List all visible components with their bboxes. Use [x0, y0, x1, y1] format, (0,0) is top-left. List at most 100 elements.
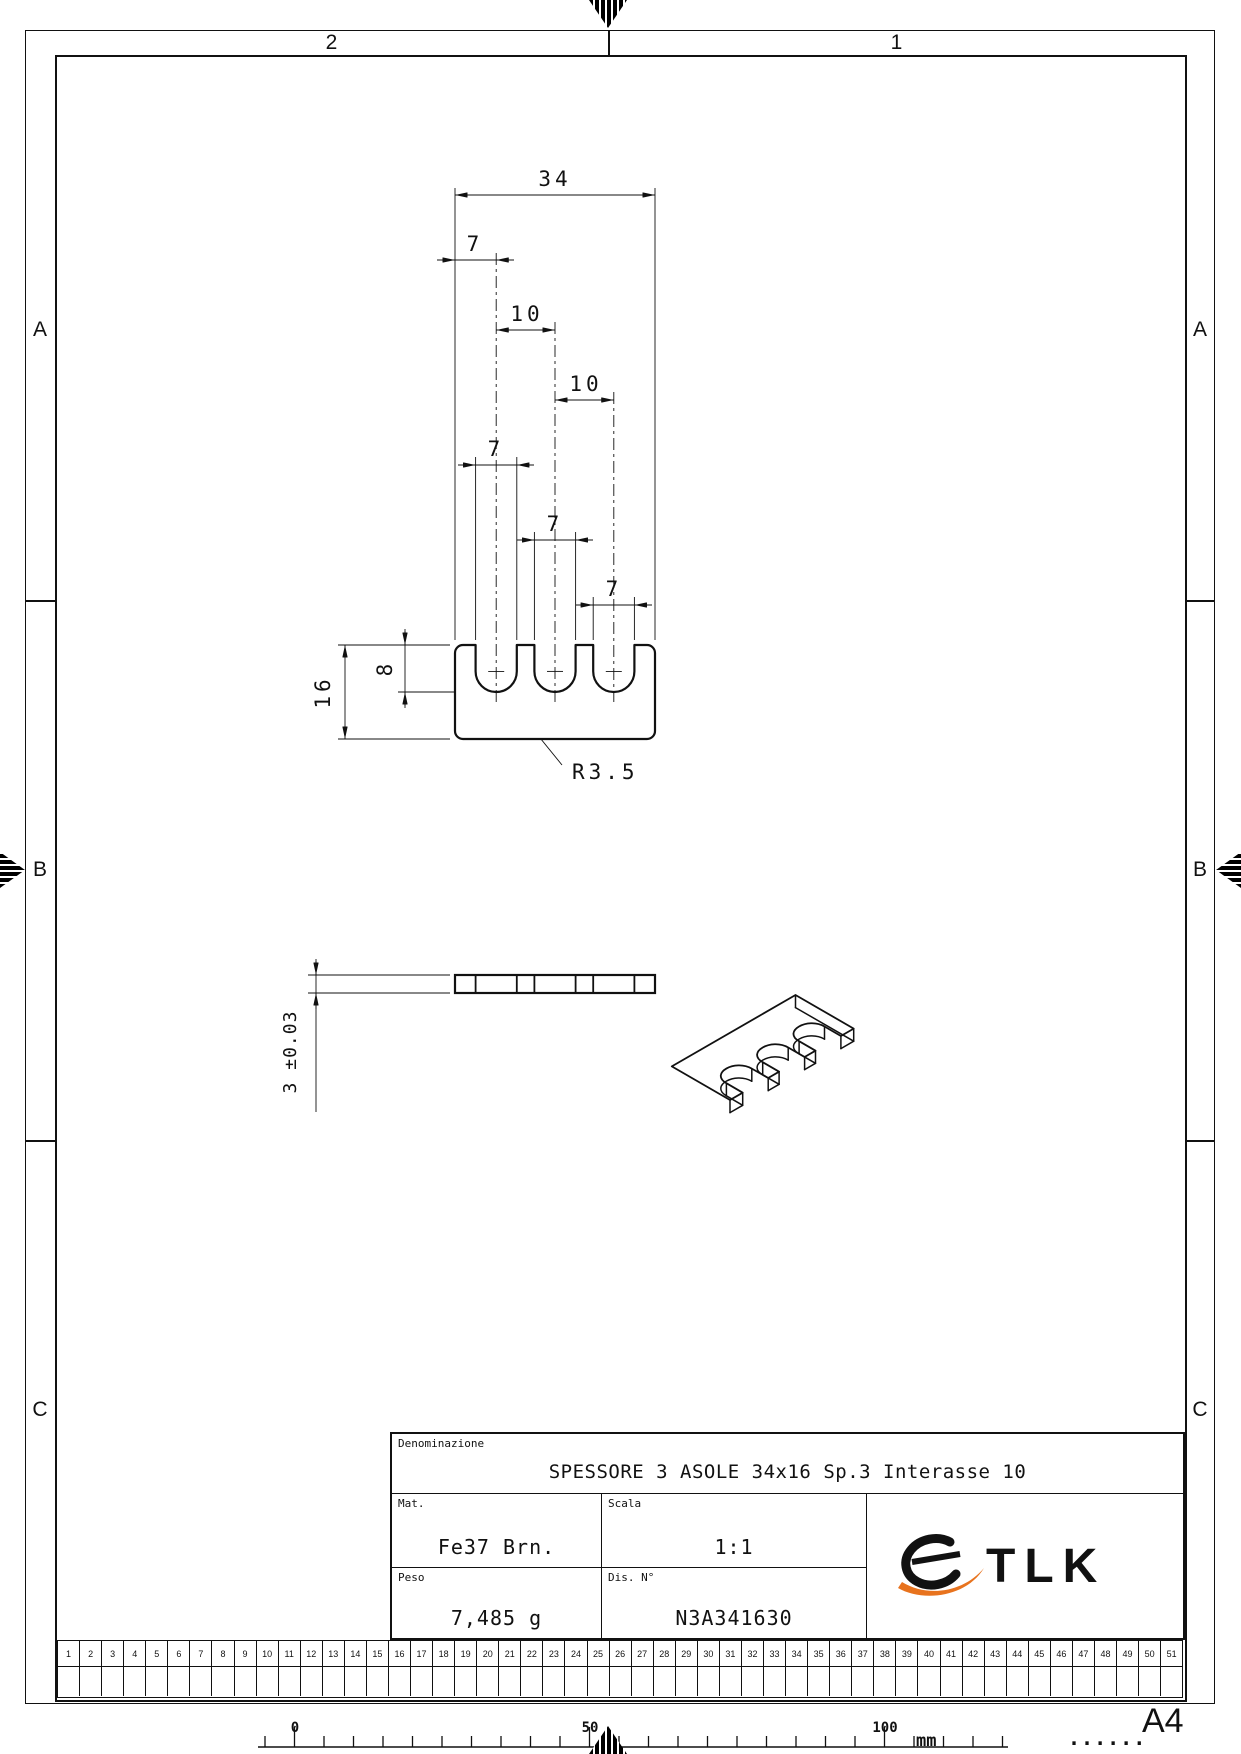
- material-value: Fe37 Brn.: [437, 1535, 556, 1559]
- strip-cell-box: [455, 1667, 478, 1696]
- zone-row-c-right: C: [1192, 1398, 1208, 1421]
- strip-cell-box: [764, 1667, 787, 1696]
- strip-cell-box: [102, 1667, 125, 1696]
- zone-row-c-left: C: [32, 1398, 48, 1421]
- strip-cell-box: [235, 1667, 257, 1696]
- dim-pitch-7: 7: [467, 232, 484, 256]
- strip-cell-box: [1117, 1667, 1140, 1696]
- denominazione-value: SPESSORE 3 ASOLE 34x16 Sp.3 Interasse 10: [548, 1461, 1027, 1483]
- material-cell: Mat. Fe37 Brn.: [392, 1494, 602, 1568]
- strip-cell-number: 6: [168, 1641, 191, 1667]
- strip-cell-number: 1: [58, 1641, 81, 1667]
- strip-cell-box: [323, 1667, 345, 1696]
- dim-pitch-10b: 10: [569, 372, 602, 396]
- strip-cell-box: [1029, 1667, 1051, 1696]
- strip-cell-number: 49: [1117, 1641, 1140, 1667]
- strip-cell-box: [588, 1667, 610, 1696]
- right-zone-divider-1: [1185, 600, 1215, 602]
- dim-slot1-width: 7: [488, 437, 505, 461]
- side-view: [453, 973, 657, 995]
- metric-scale: [258, 1727, 1008, 1748]
- tlk-logo: TLK: [898, 1534, 1097, 1596]
- strip-cell-box: [124, 1667, 147, 1696]
- strip-cell-box: [720, 1667, 742, 1696]
- strip-cell-box: [610, 1667, 632, 1696]
- strip-cell-box: [257, 1667, 279, 1696]
- zone-row-b-right: B: [1192, 858, 1207, 881]
- title-block: Denominazione SPESSORE 3 ASOLE 34x16 Sp.…: [390, 1432, 1185, 1640]
- dim-slot3-width: 7: [606, 577, 623, 601]
- strip-cell-number: 35: [808, 1641, 831, 1667]
- strip-cell-number: 40: [918, 1641, 941, 1667]
- strip-cell-box: [411, 1667, 434, 1696]
- strip-cell-box: [80, 1667, 103, 1696]
- strip-cell-box: [808, 1667, 831, 1696]
- strip-cell-box: [345, 1667, 367, 1696]
- strip-cell-box: [367, 1667, 389, 1696]
- outer-border: [25, 30, 1215, 1704]
- left-zone-divider-1: [25, 600, 55, 602]
- strip-cell-box: [1051, 1667, 1073, 1696]
- strip-cell-number: 30: [697, 1641, 720, 1667]
- strip-cell-box: [301, 1667, 323, 1696]
- strip-cell-number: 27: [631, 1641, 654, 1667]
- strip-cell-number: 32: [741, 1641, 764, 1667]
- strip-cell-box: [433, 1667, 456, 1696]
- strip-cell-number: 16: [388, 1641, 411, 1667]
- strip-cell-box: [1139, 1667, 1162, 1696]
- centerlines: [495, 253, 615, 702]
- strip-cell-number: 28: [653, 1641, 676, 1667]
- drawing-number-cell: Dis. N° N3A341630: [602, 1568, 867, 1638]
- strip-cell-number: 38: [874, 1641, 897, 1667]
- strip-cell-box: [941, 1667, 963, 1696]
- strip-cell-number: 47: [1072, 1641, 1095, 1667]
- strip-cell-number: 10: [256, 1641, 279, 1667]
- strip-cell-box: [279, 1667, 301, 1696]
- strip-cell-number: 12: [300, 1641, 323, 1667]
- denominazione-cell: Denominazione SPESSORE 3 ASOLE 34x16 Sp.…: [392, 1434, 1183, 1494]
- zone-row-b-left: B: [32, 858, 47, 881]
- strip-cell-box: [632, 1667, 654, 1696]
- strip-cell-number: 26: [609, 1641, 632, 1667]
- scale-label: Scala: [608, 1497, 642, 1510]
- strip-cell-number: 46: [1050, 1641, 1073, 1667]
- strip-cell-number: 8: [212, 1641, 235, 1667]
- strip-cell-number: 4: [124, 1641, 147, 1667]
- strip-cell-box: [852, 1667, 875, 1696]
- zone-row-a-left: A: [32, 318, 47, 341]
- strip-cell-number: 5: [146, 1641, 169, 1667]
- strip-cell-box: [1161, 1667, 1182, 1696]
- strip-cell-box: [543, 1667, 566, 1696]
- strip-cell-box: [477, 1667, 500, 1696]
- strip-cell-box: [676, 1667, 698, 1696]
- strip-cell-number: 45: [1028, 1641, 1051, 1667]
- strip-cell-number: 7: [190, 1641, 213, 1667]
- strip-cell-number: 50: [1139, 1641, 1162, 1667]
- dim-thickness: 3 ±0.03: [280, 1011, 301, 1094]
- strip-cell-number: 51: [1161, 1641, 1183, 1667]
- drawing-number-label: Dis. N°: [608, 1571, 655, 1584]
- strip-cell-number: 13: [322, 1641, 345, 1667]
- strip-cell-box: [565, 1667, 588, 1696]
- strip-cell-box: [389, 1667, 411, 1696]
- strip-cell-number: 24: [565, 1641, 588, 1667]
- strip-cell-number: 9: [234, 1641, 257, 1667]
- strip-cell-number: 3: [102, 1641, 125, 1667]
- strip-cell-number: 22: [521, 1641, 544, 1667]
- strip-cell-number: 2: [80, 1641, 103, 1667]
- strip-cell-box: [521, 1667, 544, 1696]
- left-zone-divider-2: [25, 1140, 55, 1142]
- zone-row-a-right: A: [1192, 318, 1207, 341]
- strip-cell-number: 37: [852, 1641, 875, 1667]
- strip-cell-box: [830, 1667, 853, 1696]
- strip-cell-number: 34: [786, 1641, 809, 1667]
- weight-value: 7,485 g: [450, 1606, 543, 1630]
- logo-cell: TLK: [867, 1494, 1183, 1638]
- footer-dots: ......: [1068, 1726, 1147, 1750]
- strip-cell-box: [58, 1667, 81, 1696]
- strip-cell-number: 19: [455, 1641, 478, 1667]
- dimension-texts: 34 7 10 10 7 7 7 16 8 R3.5 3 ±0.03: [280, 167, 635, 1094]
